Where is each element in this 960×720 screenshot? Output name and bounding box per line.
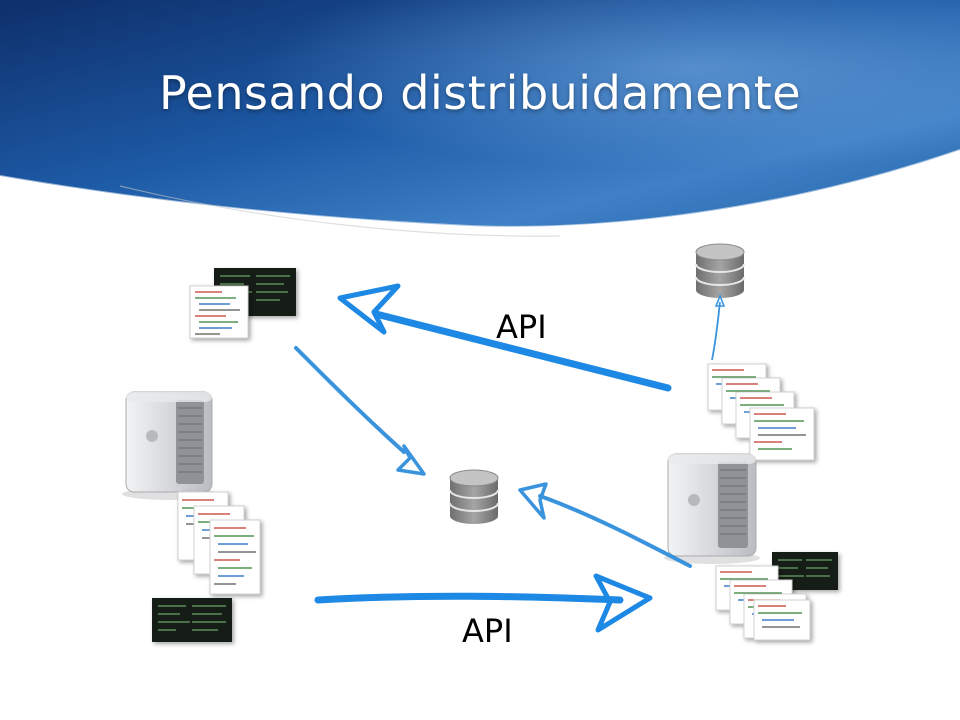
api-label-bottom: API <box>462 612 513 650</box>
mac-pro-server-icon <box>122 391 218 500</box>
api-arrow-bottom <box>314 573 653 633</box>
database-icon <box>449 469 499 524</box>
api-label-top: API <box>496 308 547 346</box>
code-document-stack <box>177 491 261 595</box>
code-document-icon <box>749 407 815 461</box>
code-document-icon <box>189 285 249 339</box>
mac-pro-server-icon <box>664 453 760 564</box>
database-icon <box>695 243 745 298</box>
code-document-stack <box>715 565 811 641</box>
code-document-icon <box>209 519 261 595</box>
code-document-icon <box>753 599 811 641</box>
slide-title: Pensando distribuidamente <box>158 66 802 120</box>
arrow-to-database <box>518 482 692 568</box>
api-arrow-top <box>337 283 672 392</box>
code-document-stack <box>707 363 815 461</box>
arrow-to-database <box>294 346 426 476</box>
header-wave-background <box>0 0 960 237</box>
terminal-window-icon <box>152 598 232 642</box>
arrow-to-database <box>711 293 726 361</box>
